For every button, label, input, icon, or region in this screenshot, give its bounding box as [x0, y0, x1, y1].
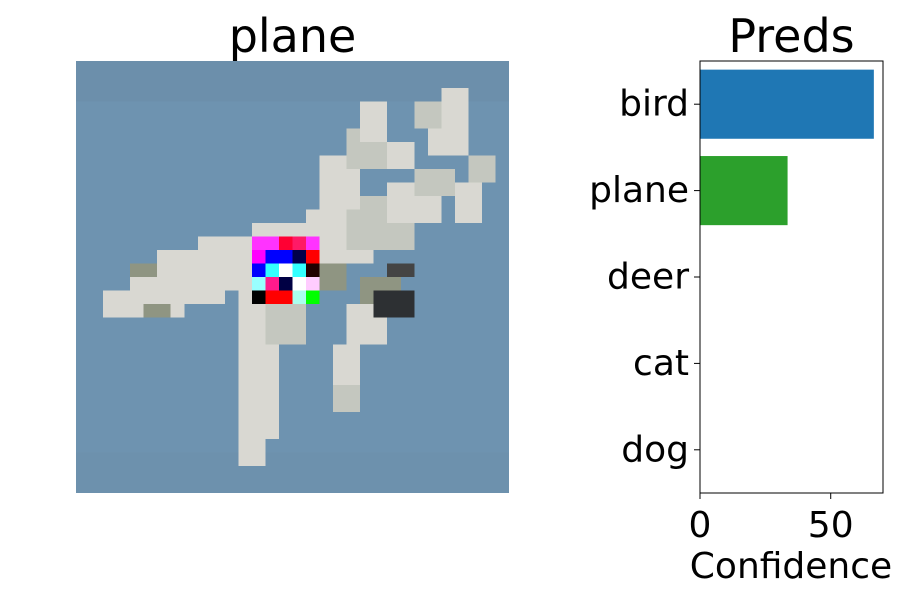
y-tick-label: bird: [619, 84, 689, 125]
x-tick-label: 0: [689, 505, 712, 546]
x-tick-label: 50: [808, 505, 854, 546]
x-axis-label: Confidence: [690, 546, 892, 587]
y-tick-label: deer: [607, 257, 689, 298]
image-title: plane: [228, 9, 357, 63]
chart-title: Preds: [728, 9, 854, 63]
input-image: [76, 61, 509, 493]
y-tick-label: cat: [633, 343, 689, 384]
bar-plane: [700, 156, 788, 226]
y-tick-label: plane: [589, 170, 689, 211]
bar-bird: [700, 69, 874, 139]
y-tick-label: dog: [621, 429, 689, 470]
